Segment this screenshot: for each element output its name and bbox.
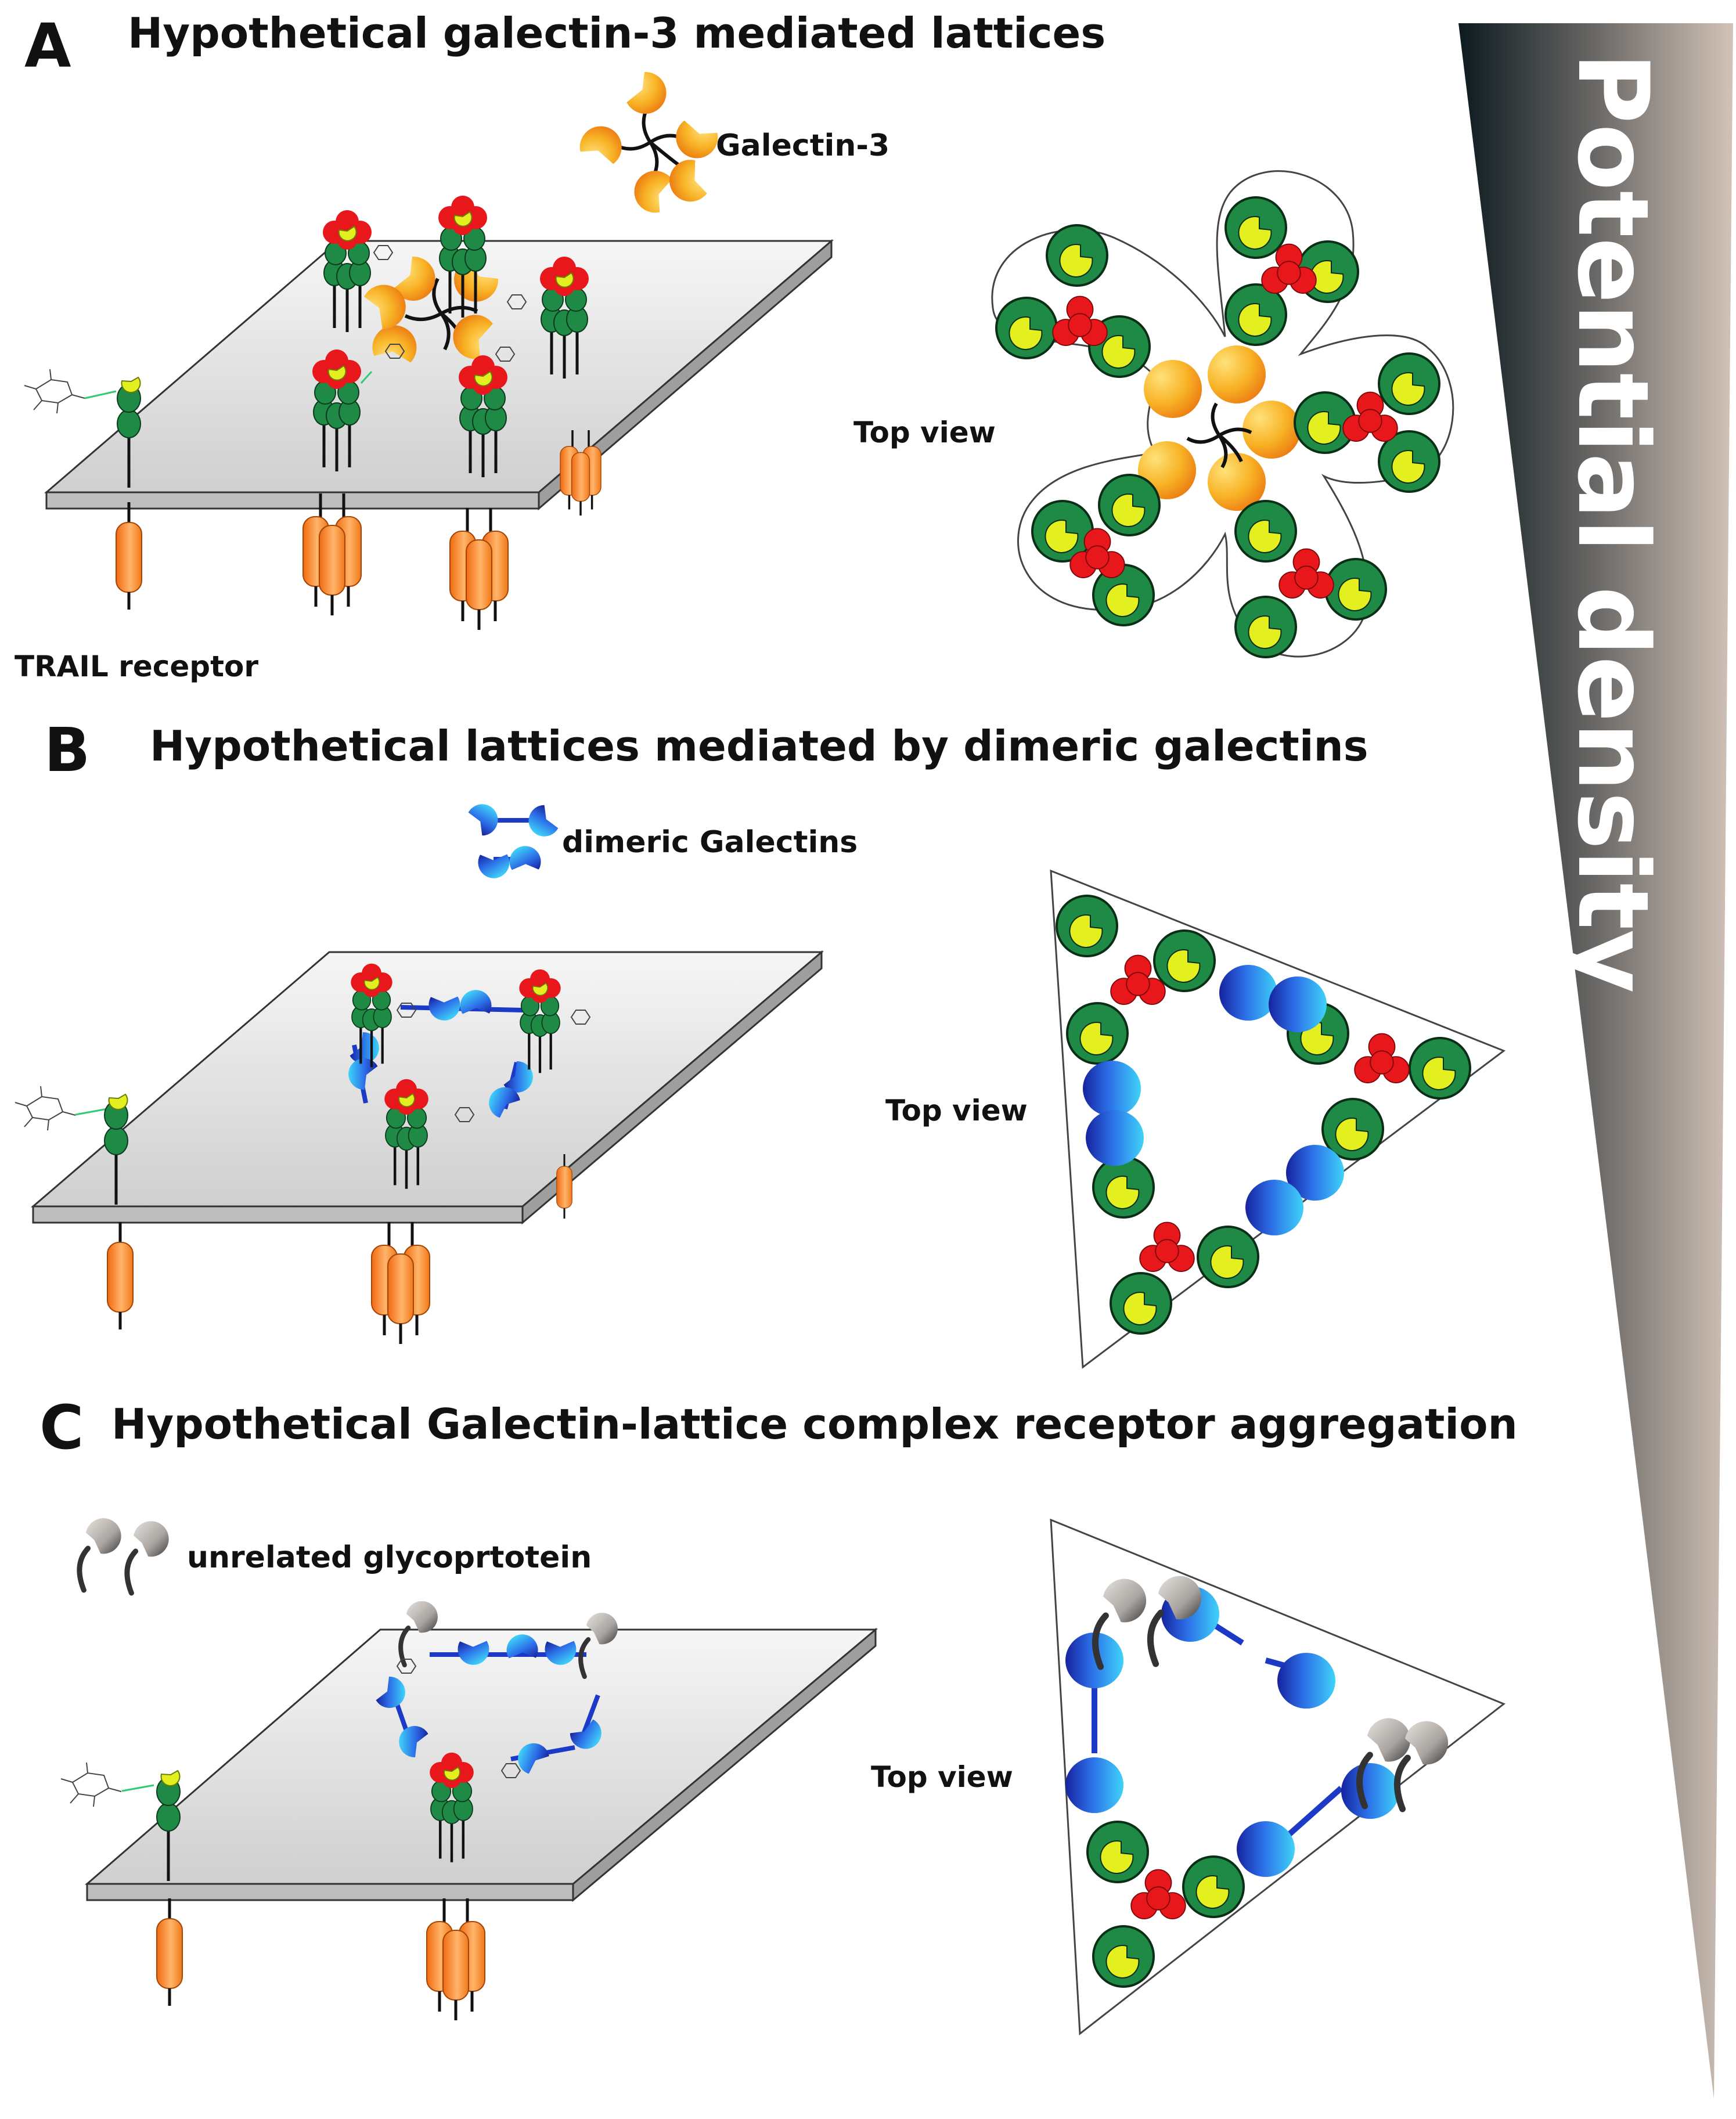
panel-c: C Hypothetical Galectin-lattice complex …: [39, 1392, 1518, 2035]
panel-a-letter: A: [24, 10, 71, 81]
top-view-label-a: Top view: [853, 416, 996, 449]
mixed-lattice-c: [376, 1601, 618, 1779]
dimeric-lattice-b: [348, 984, 590, 1123]
dimeric-galectin-legend-icon: [462, 798, 565, 884]
trail-receptor-label: TRAIL receptor: [15, 650, 258, 683]
trail-receptor-mono-a: [116, 502, 142, 610]
membrane-a: [44, 239, 834, 511]
trail-receptor-trimer-a2: [450, 508, 508, 630]
membrane-c: [84, 1627, 878, 1902]
panel-b-letter: B: [44, 715, 90, 785]
density-gradient-wedge: Potential density: [1458, 23, 1733, 2099]
trail-receptor-trimer-b1: [372, 1222, 430, 1344]
top-view-a-diagram: [991, 170, 1454, 658]
panel-c-title: Hypothetical Galectin-lattice complex re…: [111, 1400, 1518, 1448]
galectin3-legend-icon: [576, 71, 722, 217]
top-view-label-c: Top view: [871, 1760, 1013, 1794]
panel-c-letter: C: [39, 1392, 84, 1463]
glycoprotein-legend-label: unrelated glycoprtotein: [187, 1540, 592, 1575]
trail-receptor-mono-c: [157, 1898, 182, 2006]
top-view-b-diagram: [1050, 869, 1506, 1369]
trail-receptor-trimer-a1: [303, 493, 361, 615]
panel-a: A Hypothetical galectin-3 mediated latti…: [15, 9, 1454, 683]
panel-b: B Hypothetical lattices mediated by dime…: [15, 715, 1506, 1369]
trail-receptor-trimer-c1: [427, 1898, 485, 2020]
galectin3-legend-label: Galectin-3: [716, 128, 889, 163]
galectin3-lattice-core: [354, 256, 499, 374]
dimeric-galectin-legend-label: dimeric Galectins: [562, 825, 858, 860]
glycan-sketch-c: [60, 1762, 122, 1807]
membrane-b: [30, 950, 824, 1225]
glycan-sketch-b: [15, 1086, 76, 1131]
trail-receptor-mono-b: [107, 1222, 133, 1329]
top-view-c-diagram: [1050, 1518, 1506, 2035]
glycoprotein-legend-icon: [80, 1518, 169, 1593]
glycan-sketch-a: [24, 369, 85, 414]
panel-b-title: Hypothetical lattices mediated by dimeri…: [150, 722, 1368, 770]
panel-a-title: Hypothetical galectin-3 mediated lattice…: [128, 9, 1105, 57]
top-view-label-b: Top view: [885, 1094, 1028, 1127]
density-gradient-label: Potential density: [1556, 52, 1670, 993]
